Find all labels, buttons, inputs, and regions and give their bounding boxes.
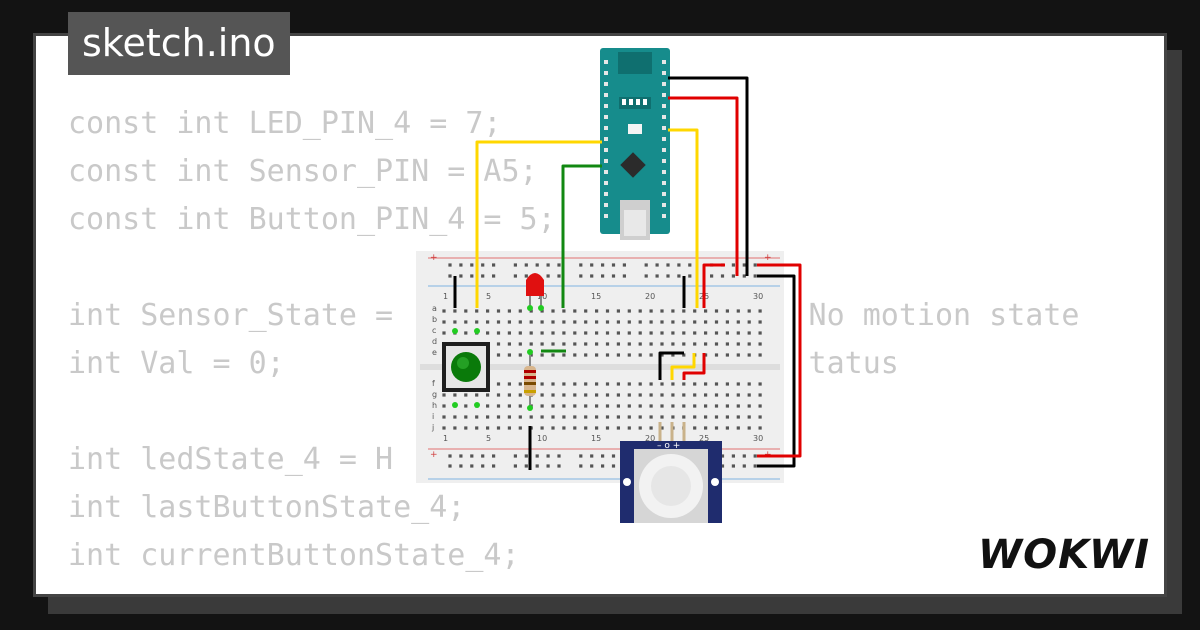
wire-black-pir [658, 351, 684, 380]
wire-red-rail-link [757, 263, 802, 458]
row-label: h [432, 401, 437, 410]
row-label: c [432, 326, 436, 335]
wire-black-nano-gnd [668, 76, 749, 276]
col-label: 10 [537, 434, 547, 443]
row-label: g [432, 390, 437, 399]
row-label: b [432, 315, 437, 324]
col-label: 15 [591, 292, 601, 301]
arduino-nano[interactable] [600, 48, 670, 240]
pir-sensor[interactable]: – o + [620, 422, 722, 523]
code-line: int ledState_4 = H [68, 442, 394, 477]
file-tab[interactable]: sketch.ino [68, 12, 290, 75]
col-label: 5 [486, 434, 491, 443]
wire-yellow-button [475, 140, 602, 308]
col-label: 20 [645, 292, 655, 301]
col-label: 1 [443, 292, 448, 301]
col-label: 10 [537, 292, 547, 301]
code-line: int Val = 0; tatus [68, 346, 899, 381]
col-label: 20 [645, 434, 655, 443]
wire-red-nano-5v [668, 96, 739, 276]
mcu-chip [620, 152, 646, 178]
wire-yellow-pir [668, 128, 699, 308]
red-led[interactable] [526, 273, 544, 311]
wokwi-logo: WOKWI [978, 532, 1150, 576]
row-label: f [432, 379, 435, 388]
resistor[interactable] [524, 349, 536, 411]
row-label: a [432, 304, 437, 313]
wire-yellow-pir2 [670, 353, 696, 380]
col-label: 5 [486, 292, 491, 301]
row-label: e [432, 348, 437, 357]
code-background: const int LED_PIN_4 = 7; const int Senso… [68, 100, 1079, 580]
row-label: i [432, 412, 434, 421]
row-label: j [431, 423, 434, 432]
nano-pin-headers [604, 60, 666, 218]
pir-pin-labels: – o + [657, 441, 680, 451]
logo-text: WOKWI [978, 532, 1150, 576]
col-label: 25 [699, 434, 709, 443]
col-label: 1 [443, 434, 448, 443]
rail-plus-top: + [430, 253, 438, 263]
col-label: 15 [591, 434, 601, 443]
col-label: 30 [753, 292, 763, 301]
code-line: const int Sensor_PIN = A5; [68, 154, 538, 189]
code-line: int Sensor_State = No motion state [68, 298, 1080, 333]
pushbutton[interactable] [442, 328, 490, 408]
code-line: const int LED_PIN_4 = 7; [68, 106, 502, 141]
wire-black-rail-link [757, 274, 796, 468]
row-label: d [432, 337, 437, 346]
col-label: 30 [753, 434, 763, 443]
rail-plus-top-right: + [764, 253, 772, 263]
code-line: int currentButtonState_4; [68, 538, 520, 573]
reset-button[interactable] [628, 124, 642, 134]
code-line: const int Button_PIN_4 = 5; [68, 202, 556, 237]
rail-plus-bottom: + [430, 450, 438, 460]
wire-red-pir [682, 353, 706, 380]
wires [453, 76, 802, 470]
wire-green-led [561, 164, 602, 308]
code-line: int lastButtonState_4; [68, 490, 466, 525]
wire-red-rail [702, 263, 725, 308]
